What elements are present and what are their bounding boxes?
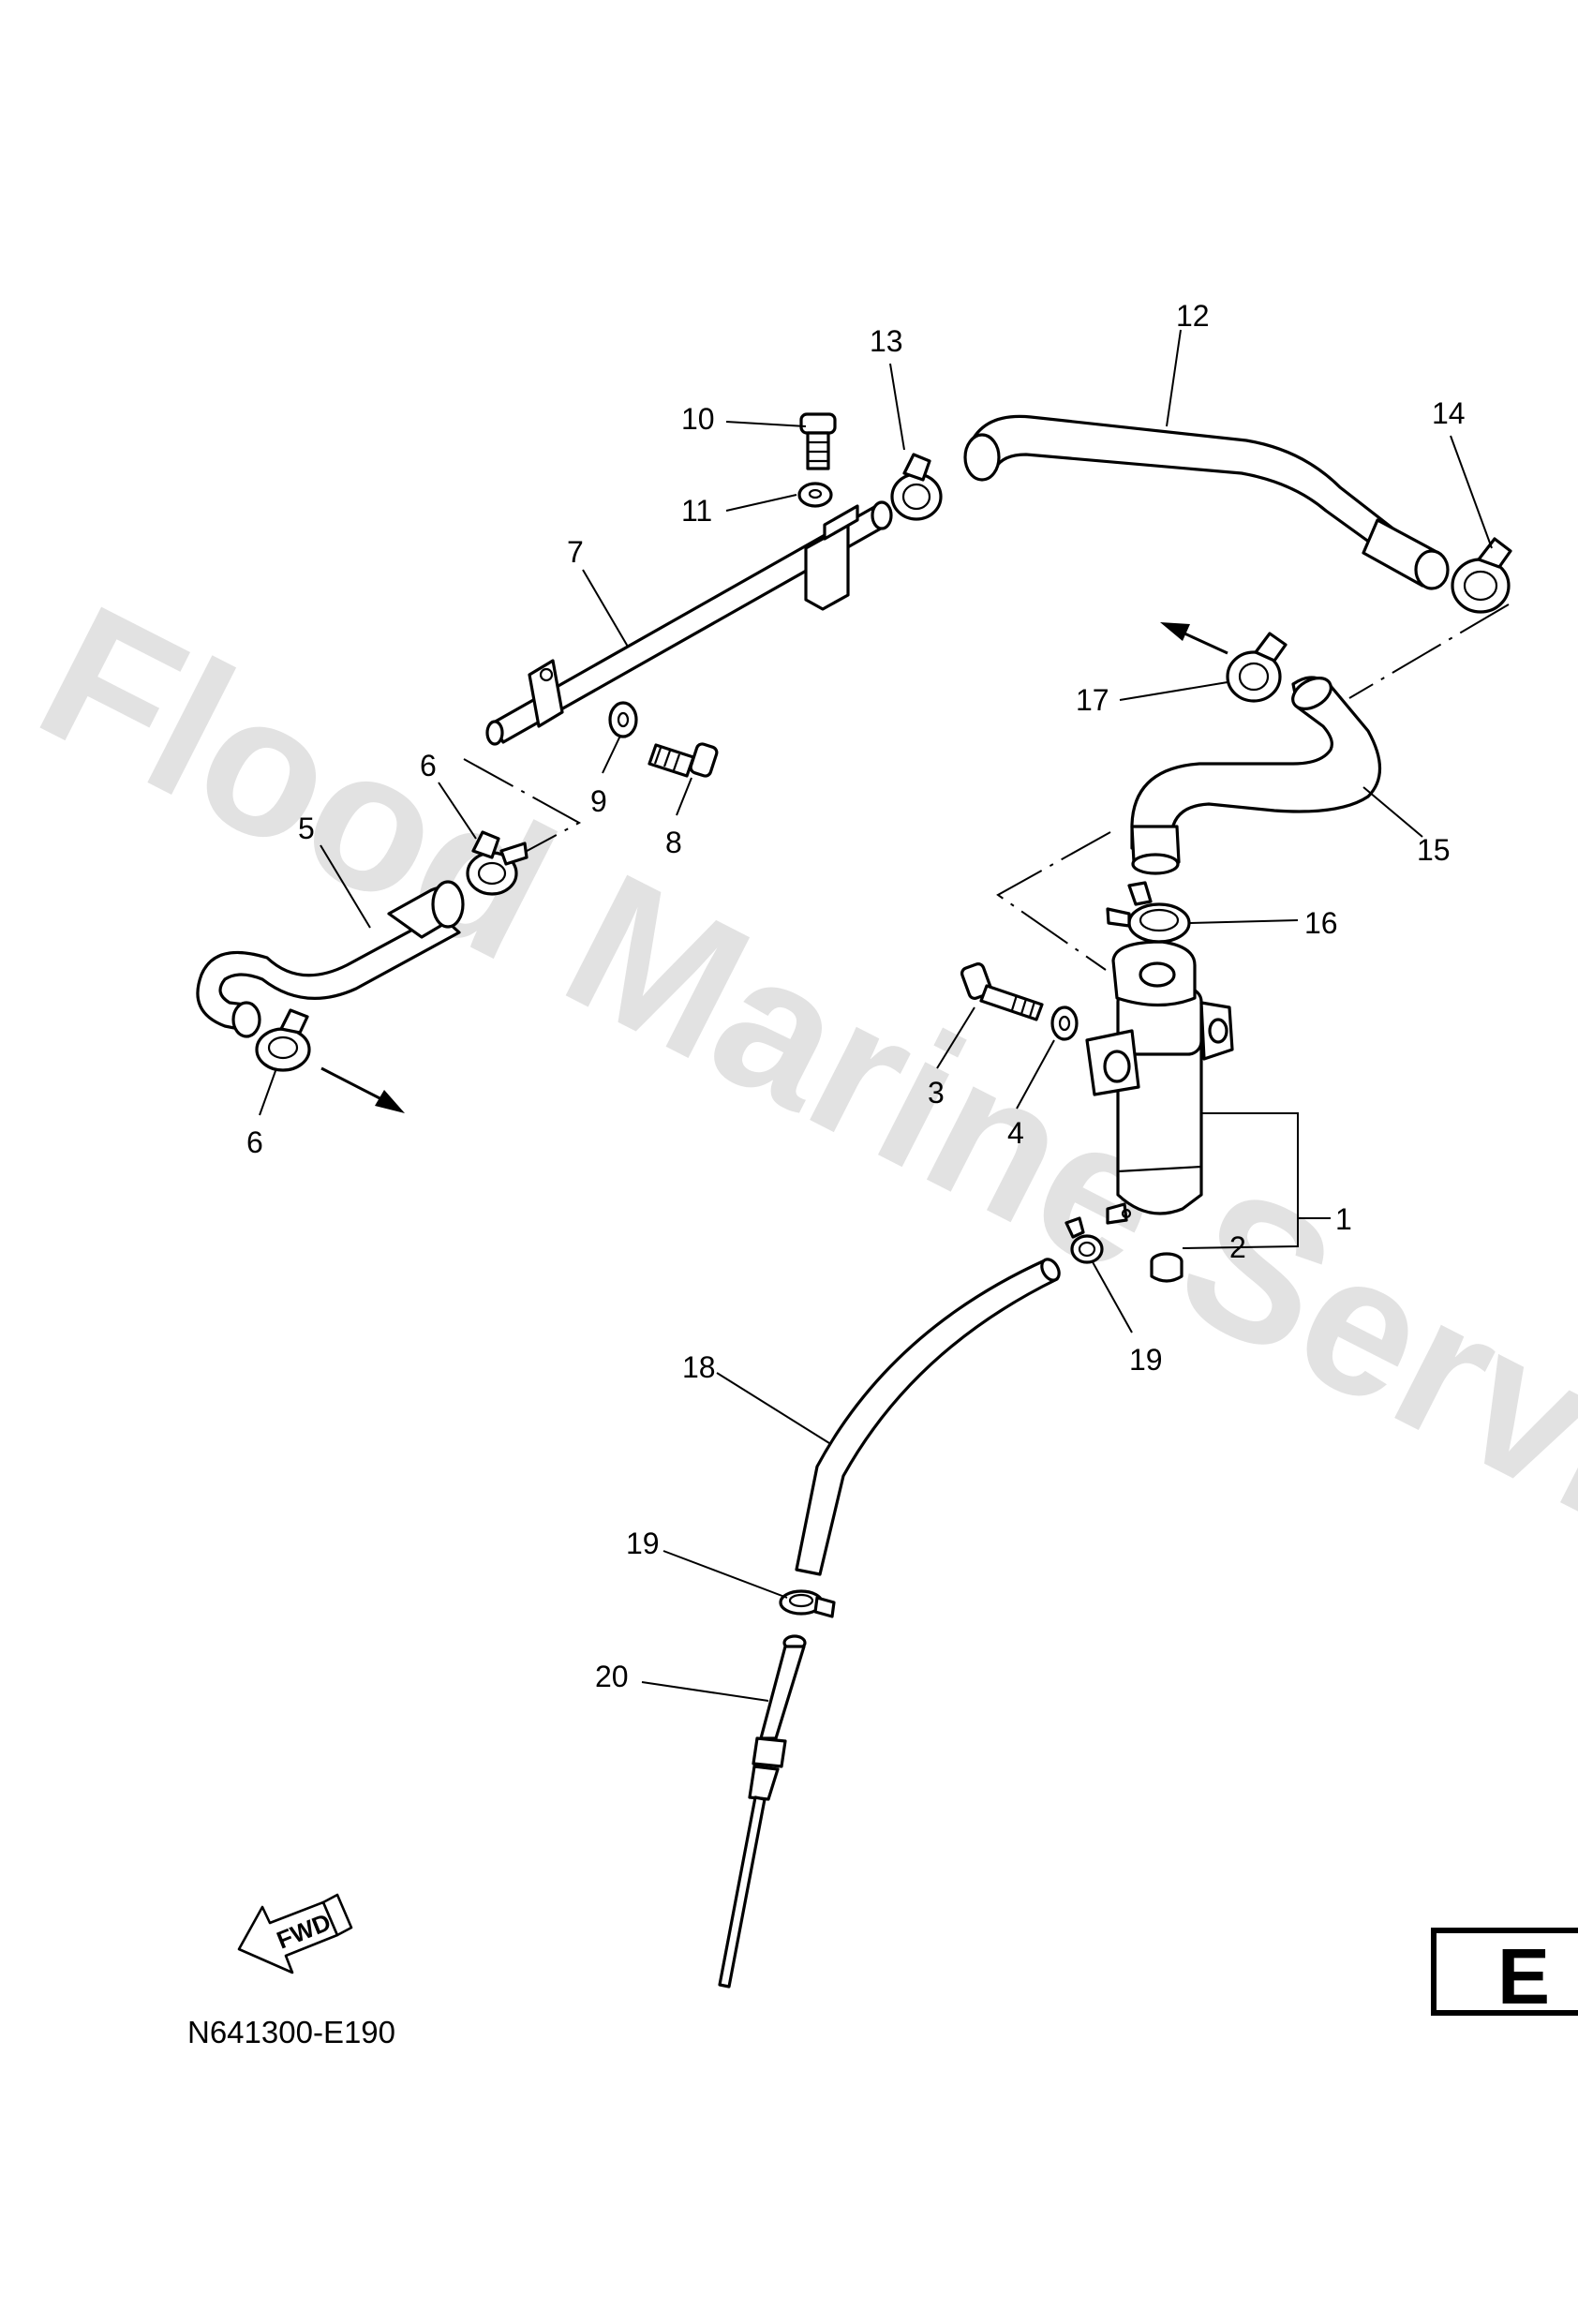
callout-18: 18 (682, 1350, 716, 1384)
callout-6-upper: 6 (420, 749, 437, 782)
cap-2 (1150, 1252, 1184, 1283)
connector-6-7 (463, 758, 582, 863)
callout-6-lower: 6 (246, 1125, 263, 1159)
clamp-14 (1451, 537, 1512, 614)
flow-arrow-return (1160, 622, 1228, 655)
washer-9 (608, 701, 638, 738)
callout-16: 16 (1304, 906, 1338, 940)
callout-11: 11 (681, 494, 712, 528)
flow-arrow-outlet (320, 1066, 405, 1113)
hose-15 (1130, 676, 1382, 875)
drawing-code: N641300-E190 (187, 2015, 395, 2049)
callout-9: 9 (590, 784, 607, 818)
connector-16-1 (996, 831, 1111, 971)
tube-18 (795, 1258, 1061, 1576)
callout-17: 17 (1076, 683, 1109, 717)
clamp-19-lower (779, 1589, 836, 1618)
connector-14-15 (1348, 603, 1510, 699)
clamp-6-lower (255, 1008, 311, 1072)
callout-5: 5 (298, 812, 315, 845)
bolt-8 (648, 742, 719, 778)
callout-20: 20 (595, 1660, 629, 1693)
callout-1: 1 (1335, 1202, 1352, 1236)
canister-1 (1085, 940, 1234, 1225)
hose-5 (196, 880, 465, 1038)
pipe-7 (485, 500, 893, 746)
callout-8: 8 (665, 826, 682, 859)
callout-2: 2 (1229, 1230, 1246, 1264)
callout-15: 15 (1417, 833, 1451, 867)
washer-4 (1050, 1006, 1079, 1041)
clamp-19-upper (1064, 1216, 1104, 1264)
clamp-17 (1226, 632, 1288, 703)
leader-lines (259, 329, 1493, 1702)
callout-14: 14 (1432, 396, 1466, 430)
clamp-6-upper (466, 830, 528, 896)
probe-20 (718, 1634, 807, 1989)
fwd-arrow-icon: FWD (237, 1893, 353, 1974)
callout-13: 13 (870, 324, 903, 358)
callout-10: 10 (681, 402, 715, 436)
callout-4: 4 (1007, 1116, 1024, 1150)
callout-19-lower: 19 (626, 1527, 660, 1560)
callout-12: 12 (1176, 299, 1210, 333)
section-box: E (1431, 1928, 1578, 2020)
clamp-16 (1106, 881, 1191, 944)
callout-7: 7 (567, 535, 584, 569)
bolt-3 (960, 962, 1044, 1021)
callout-19-upper: 19 (1129, 1343, 1163, 1377)
section-letter: E (1497, 1932, 1550, 2020)
bolt-10 (799, 412, 837, 470)
callout-3: 3 (928, 1076, 945, 1110)
clamp-13 (890, 453, 943, 521)
washer-11 (797, 482, 833, 508)
hose-12 (963, 414, 1450, 590)
